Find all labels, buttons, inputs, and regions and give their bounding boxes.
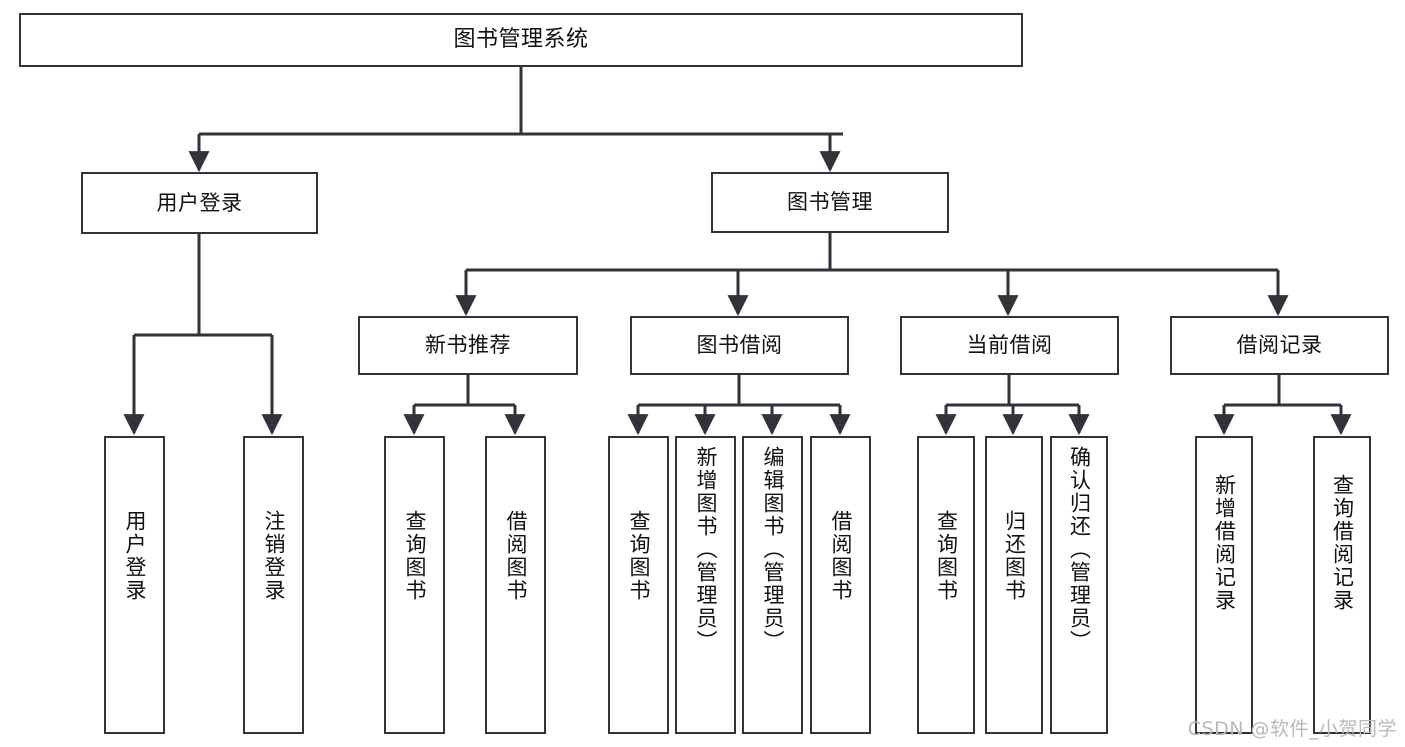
node-root[interactable]: 图书管理系统: [19, 13, 1023, 67]
leaf-confirm-return[interactable]: 确认归还（管理员）: [1050, 436, 1108, 734]
node-new-book-recommend[interactable]: 新书推荐: [358, 316, 578, 375]
node-new-book-recommend-label: 新书推荐: [425, 333, 511, 358]
node-root-label: 图书管理系统: [453, 27, 589, 53]
node-user-login[interactable]: 用户登录: [81, 172, 318, 234]
leaf-edit-book-label: 编辑图书（管理员）: [760, 446, 785, 653]
leaf-borrow-book-1[interactable]: 借阅图书: [485, 436, 546, 734]
leaf-return-book[interactable]: 归还图书: [985, 436, 1043, 734]
leaf-query-book-1-label: 查询图书: [402, 510, 427, 602]
leaf-confirm-return-label: 确认归还（管理员）: [1067, 446, 1092, 653]
leaf-return-book-label: 归还图书: [1002, 510, 1027, 602]
node-current-borrow[interactable]: 当前借阅: [900, 316, 1119, 375]
leaf-borrow-book-1-label: 借阅图书: [503, 510, 528, 602]
leaf-add-record[interactable]: 新增借阅记录: [1195, 436, 1253, 734]
node-user-login-label: 用户登录: [156, 190, 243, 215]
leaf-query-book-3-label: 查询图书: [934, 510, 959, 602]
leaf-user-login[interactable]: 用户登录: [104, 436, 165, 734]
leaf-add-book-label: 新增图书（管理员）: [693, 446, 718, 653]
node-book-manage-label: 图书管理: [787, 190, 873, 215]
node-book-manage[interactable]: 图书管理: [711, 172, 949, 233]
leaf-query-book-2-label: 查询图书: [626, 510, 651, 602]
leaf-user-login-label: 用户登录: [122, 510, 147, 602]
leaf-query-book-3[interactable]: 查询图书: [917, 436, 975, 734]
node-book-borrow-label: 图书借阅: [696, 333, 783, 358]
node-borrow-record[interactable]: 借阅记录: [1170, 316, 1389, 375]
leaf-add-record-label: 新增借阅记录: [1212, 474, 1237, 612]
leaf-query-book-1[interactable]: 查询图书: [384, 436, 445, 734]
node-current-borrow-label: 当前借阅: [966, 333, 1053, 358]
leaf-add-book[interactable]: 新增图书（管理员）: [675, 436, 736, 734]
node-borrow-record-label: 借阅记录: [1236, 333, 1323, 358]
leaf-logout-label: 注销登录: [261, 510, 286, 602]
leaf-query-record[interactable]: 查询借阅记录: [1313, 436, 1371, 734]
node-book-borrow[interactable]: 图书借阅: [630, 316, 849, 375]
leaf-edit-book[interactable]: 编辑图书（管理员）: [742, 436, 803, 734]
leaf-query-record-label: 查询借阅记录: [1330, 474, 1355, 612]
leaf-borrow-book-2[interactable]: 借阅图书: [810, 436, 871, 734]
leaf-logout[interactable]: 注销登录: [243, 436, 304, 734]
leaf-borrow-book-2-label: 借阅图书: [828, 510, 853, 602]
leaf-query-book-2[interactable]: 查询图书: [608, 436, 669, 734]
csdn-watermark: CSDN @软件_小贺同学: [1187, 718, 1397, 740]
